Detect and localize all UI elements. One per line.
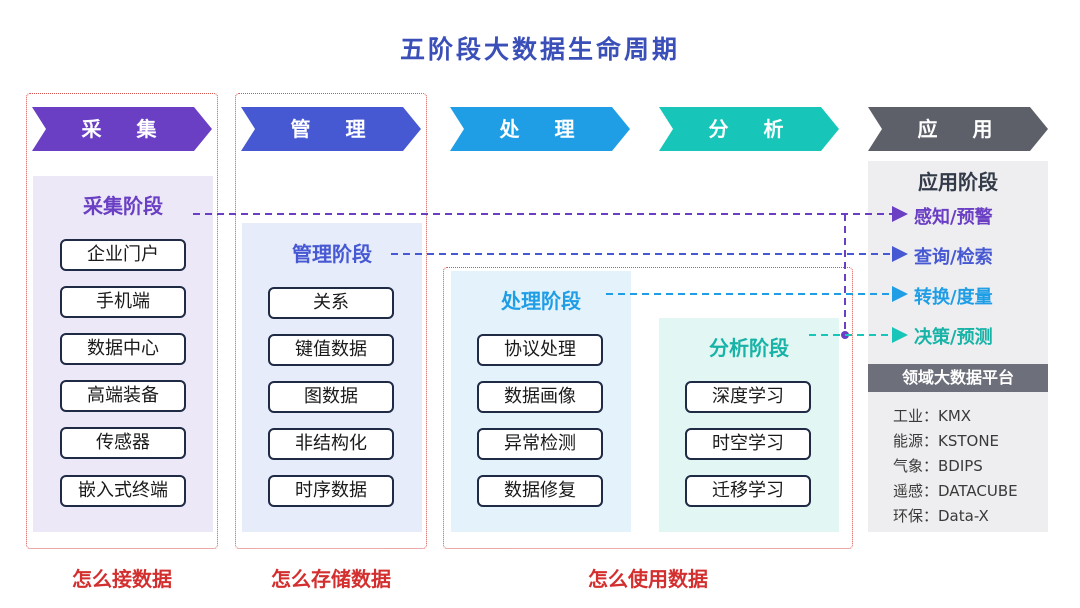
chevron-manage: 管 理 bbox=[241, 107, 421, 151]
collect-group-frame bbox=[26, 93, 218, 549]
chevron-analyze-label: 分 析 bbox=[708, 117, 798, 141]
collect-item: 企业门户 bbox=[60, 239, 186, 271]
process-item: 数据画像 bbox=[477, 381, 603, 413]
chevron-process-label: 处 理 bbox=[499, 117, 589, 141]
collect-item: 嵌入式终端 bbox=[60, 475, 186, 507]
manage-item: 非结构化 bbox=[268, 428, 394, 460]
process-panel: 处理阶段 协议处理 数据画像 异常检测 数据修复 bbox=[451, 271, 631, 532]
process-item: 异常检测 bbox=[477, 428, 603, 460]
manage-group-frame bbox=[235, 93, 427, 549]
analyze-item: 迁移学习 bbox=[685, 475, 811, 507]
manage-panel: 管理阶段 关系 键值数据 图数据 非结构化 时序数据 bbox=[242, 223, 422, 532]
process-stage-title: 处理阶段 bbox=[501, 289, 581, 313]
platform-item: 工业：KMX bbox=[893, 407, 972, 425]
manage-item: 关系 bbox=[268, 287, 394, 319]
chevron-apply-label: 应 用 bbox=[917, 117, 1007, 141]
diagram-title: 五阶段大数据生命周期 bbox=[399, 35, 680, 64]
apply-panel bbox=[868, 161, 1048, 532]
platform-header: 领域大数据平台 bbox=[868, 364, 1048, 392]
chevron-analyze: 分 析 bbox=[659, 107, 839, 151]
bottom-label-collect: 怎么接数据 bbox=[72, 567, 172, 591]
collect-item: 高端装备 bbox=[60, 380, 186, 412]
collect-stage-title: 采集阶段 bbox=[83, 194, 163, 218]
analyze-stage-title: 分析阶段 bbox=[709, 336, 789, 360]
process-item: 数据修复 bbox=[477, 475, 603, 507]
analyze-item: 深度学习 bbox=[685, 381, 811, 413]
manage-item: 键值数据 bbox=[268, 334, 394, 366]
platform-item: 遥感：DATACUBE bbox=[893, 482, 1018, 500]
apply-item-transform: 转换/度量 bbox=[914, 287, 993, 308]
analyze-panel: 分析阶段 深度学习 时空学习 迁移学习 bbox=[659, 318, 839, 532]
collect-item: 数据中心 bbox=[60, 333, 186, 365]
use-group-frame bbox=[443, 267, 853, 549]
apply-item-query: 查询/检索 bbox=[914, 247, 993, 268]
platform-item: 能源：KSTONE bbox=[893, 432, 1000, 450]
manage-item: 时序数据 bbox=[268, 475, 394, 507]
manage-item: 图数据 bbox=[268, 381, 394, 413]
chevron-apply: 应 用 bbox=[868, 107, 1048, 151]
process-item: 协议处理 bbox=[477, 334, 603, 366]
platform-item: 气象：BDIPS bbox=[893, 457, 983, 475]
chevron-manage-label: 管 理 bbox=[290, 117, 380, 141]
apply-item-decide: 决策/预测 bbox=[914, 327, 993, 348]
collect-item: 手机端 bbox=[60, 286, 186, 318]
analyze-item: 时空学习 bbox=[685, 428, 811, 460]
manage-stage-title: 管理阶段 bbox=[292, 242, 372, 266]
apply-stage-title: 应用阶段 bbox=[918, 170, 998, 194]
platform-item: 环保：Data-X bbox=[893, 507, 989, 525]
collect-item: 传感器 bbox=[60, 427, 186, 459]
chevron-process: 处 理 bbox=[450, 107, 630, 151]
chevron-collect-label: 采 集 bbox=[81, 117, 171, 141]
chevron-collect: 采 集 bbox=[32, 107, 212, 151]
collect-panel: 采集阶段 企业门户 手机端 数据中心 高端装备 传感器 嵌入式终端 bbox=[33, 176, 213, 532]
apply-item-sense: 感知/预警 bbox=[914, 207, 993, 228]
bottom-label-manage: 怎么存储数据 bbox=[271, 567, 391, 591]
bottom-label-use: 怎么使用数据 bbox=[588, 567, 708, 591]
